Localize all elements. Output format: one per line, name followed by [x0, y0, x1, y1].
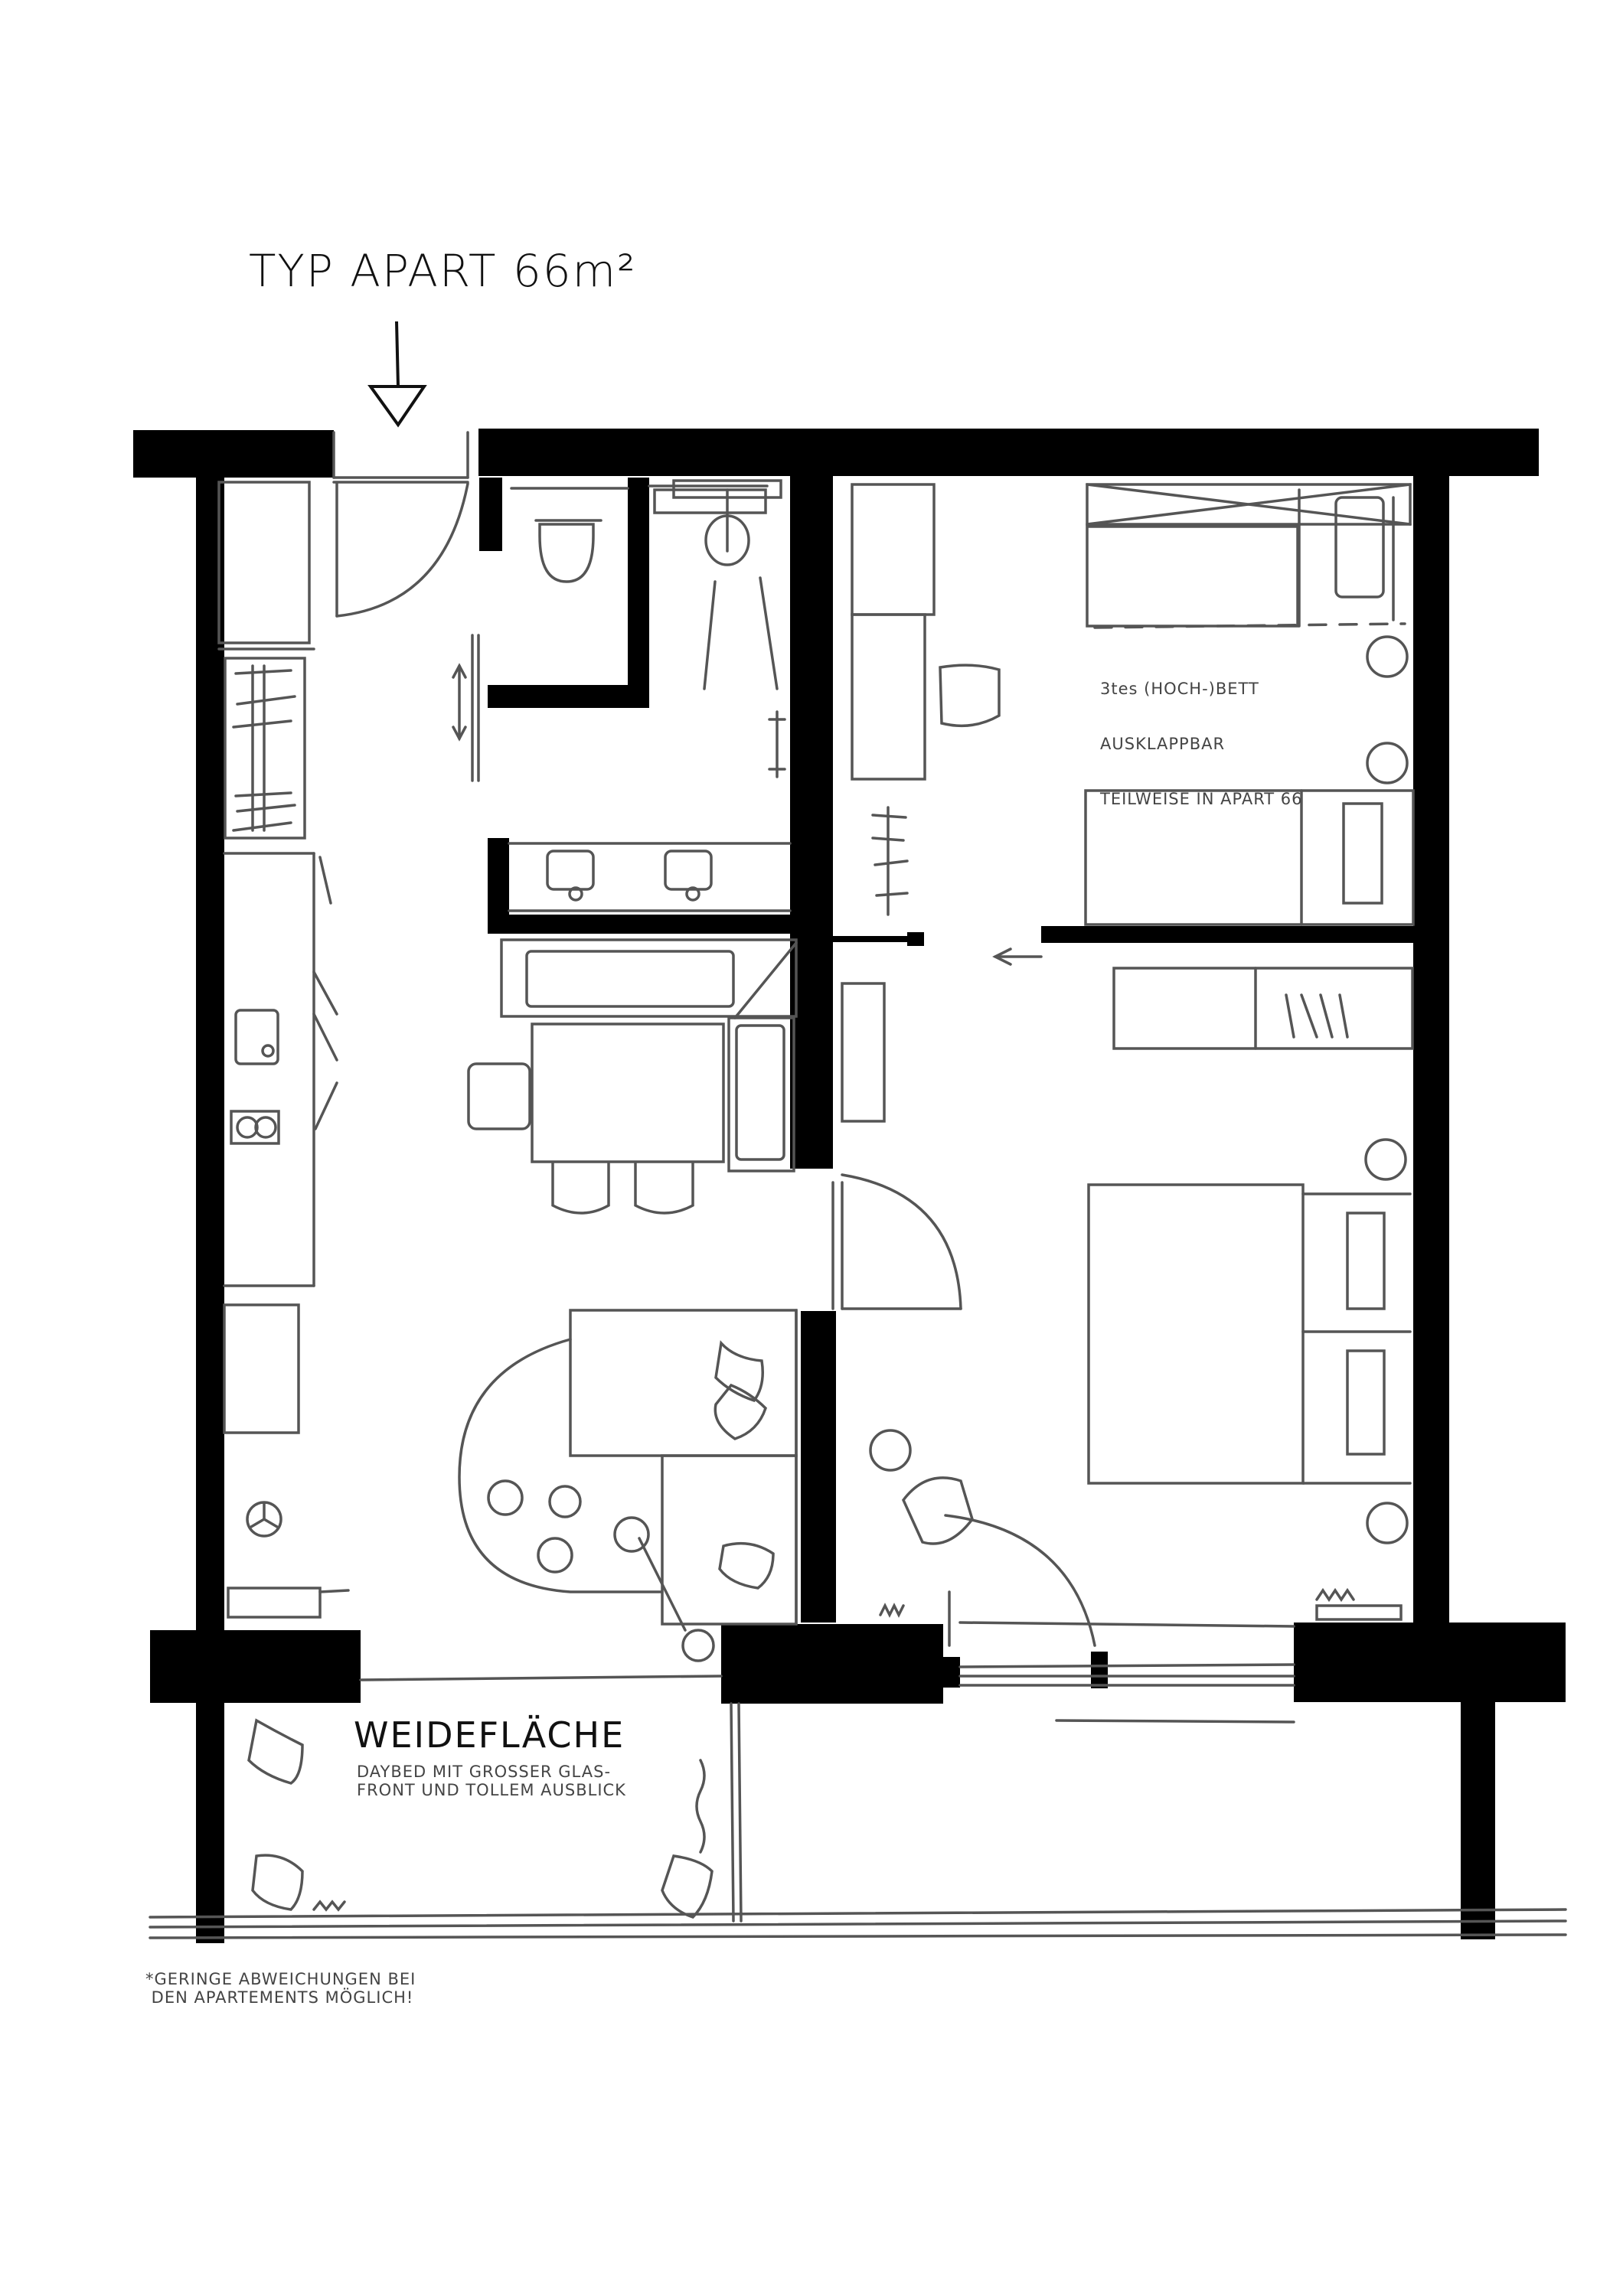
sketch-lines: [149, 431, 1567, 1939]
sink-icon: [664, 850, 713, 891]
subtitle-line: DAYBED MIT GROSSER GLAS-: [357, 1763, 612, 1781]
nightstand-lamp-icon: [1366, 635, 1409, 678]
disclaimer-line: DEN APARTEMENTS MÖGLICH!: [145, 1988, 414, 2007]
arrow-down-icon: [367, 321, 427, 428]
subtitle-line: FRONT UND TOLLEM AUSBLICK: [357, 1781, 626, 1799]
bed-icon: [1084, 789, 1415, 926]
note-line: 3tes (HOCH-)BETT: [1100, 680, 1259, 698]
disclaimer-line: *GERINGE ABWEICHUNGEN BEI: [145, 1970, 416, 1988]
rug-icon: [458, 1338, 664, 1593]
loggia-title: WEIDEFLÄCHE: [354, 1714, 625, 1756]
bed-icon: [1086, 483, 1412, 526]
bed-icon: [1087, 1183, 1305, 1485]
note-line: AUSKLAPPBAR: [1100, 735, 1226, 753]
pillow-icon: [714, 1340, 764, 1403]
sink-icon: [546, 850, 595, 891]
note-line: TEILWEISE IN APART 66: [1100, 790, 1303, 808]
stove-icon: [230, 1110, 280, 1145]
walls: [133, 429, 1566, 1943]
shower-icon: [704, 514, 750, 566]
floor-lamp-icon: [638, 1537, 687, 1632]
pillow-icon: [247, 1718, 304, 1785]
disclaimer: *GERINGE ABWEICHUNGEN BEI DEN APARTEMENT…: [145, 1970, 416, 2007]
chair-icon: [467, 1062, 531, 1130]
loggia-subtitle: DAYBED MIT GROSSER GLAS- FRONT UND TOLLE…: [357, 1763, 626, 1799]
nightstand-lamp-icon: [1364, 1138, 1407, 1181]
loft-bed-note: 3tes (HOCH-)BETT AUSKLAPPBAR TEILWEISE I…: [1100, 643, 1302, 827]
chair-icon: [939, 664, 1001, 728]
toilet-icon: [538, 523, 595, 583]
chair-icon: [901, 1476, 974, 1545]
page-title: TYP APART 66m²: [249, 245, 637, 297]
